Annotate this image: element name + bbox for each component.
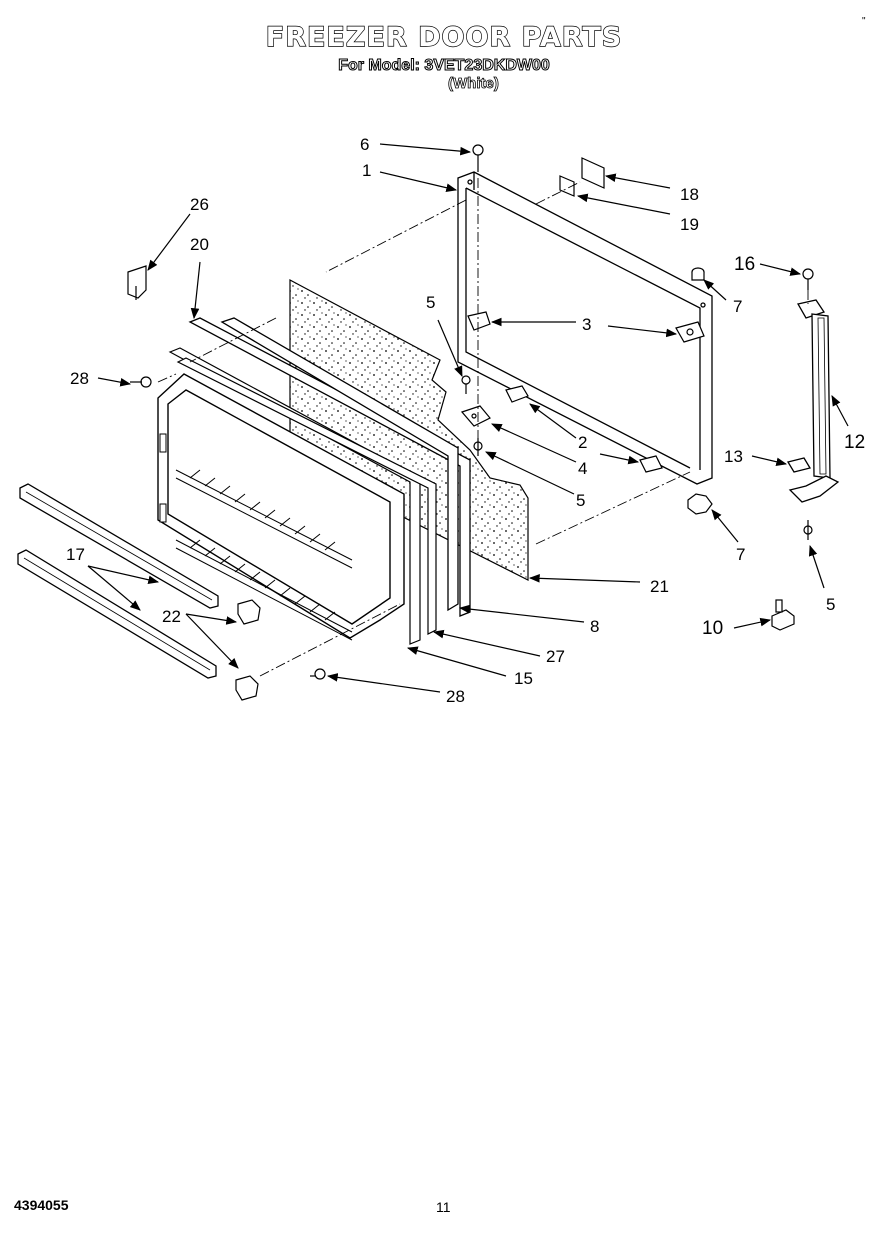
hinge-brackets — [467, 311, 705, 343]
callout-label: 19 — [680, 215, 699, 234]
outer-door-panel — [457, 171, 713, 485]
leader-lines — [87, 143, 849, 693]
model-number: For Model: 3VET23DKDW00 — [338, 57, 551, 75]
callout-label: 6 — [360, 135, 369, 154]
callout-label: 12 — [844, 432, 865, 453]
trim-end-caps — [235, 599, 261, 701]
hinge-plates — [460, 385, 663, 473]
callout-label: 17 — [66, 545, 85, 564]
callout-label: 18 — [680, 185, 699, 204]
callout-label: 5 — [826, 595, 835, 614]
screws — [130, 144, 814, 680]
callout-label: 8 — [590, 617, 599, 636]
callout-label: 28 — [446, 687, 465, 706]
callout-label: 7 — [733, 297, 742, 316]
callout-label: 5 — [576, 491, 585, 510]
callout-label: 16 — [734, 254, 755, 275]
callout-label: 2 — [578, 433, 587, 452]
door-stops — [687, 267, 713, 515]
document-number: 4394055 — [14, 1197, 69, 1213]
clip — [127, 265, 147, 300]
callout-label: 10 — [702, 618, 723, 639]
door-handle — [786, 299, 840, 503]
callout-label: 1 — [362, 161, 371, 180]
door-trim-strips — [17, 483, 219, 679]
inner-door-liner — [157, 373, 405, 641]
callout-label: 26 — [190, 195, 209, 214]
callout-label: 28 — [70, 369, 89, 388]
corner-mark: " — [862, 16, 866, 27]
color-note: (White) — [448, 75, 500, 93]
callout-label: 22 — [162, 607, 181, 626]
callout-label: 21 — [650, 577, 669, 596]
callout-label: 3 — [582, 315, 591, 334]
callout-label: 20 — [190, 235, 209, 254]
callout-label: 5 — [426, 293, 435, 312]
callout-label: 27 — [546, 647, 565, 666]
assembly-lines — [157, 178, 809, 677]
callout-label: 4 — [578, 459, 587, 478]
page-number: 11 — [436, 1199, 451, 1215]
door-clip — [771, 599, 795, 631]
label-pads — [559, 157, 605, 197]
callout-label: 13 — [724, 447, 743, 466]
callout-labels: 6 1 18 19 26 20 16 7 5 3 28 2 4 5 13 12 … — [66, 135, 865, 706]
page-title: FREEZER DOOR PARTS — [265, 21, 623, 53]
callout-label: 15 — [514, 669, 533, 688]
callout-label: 7 — [736, 545, 745, 564]
